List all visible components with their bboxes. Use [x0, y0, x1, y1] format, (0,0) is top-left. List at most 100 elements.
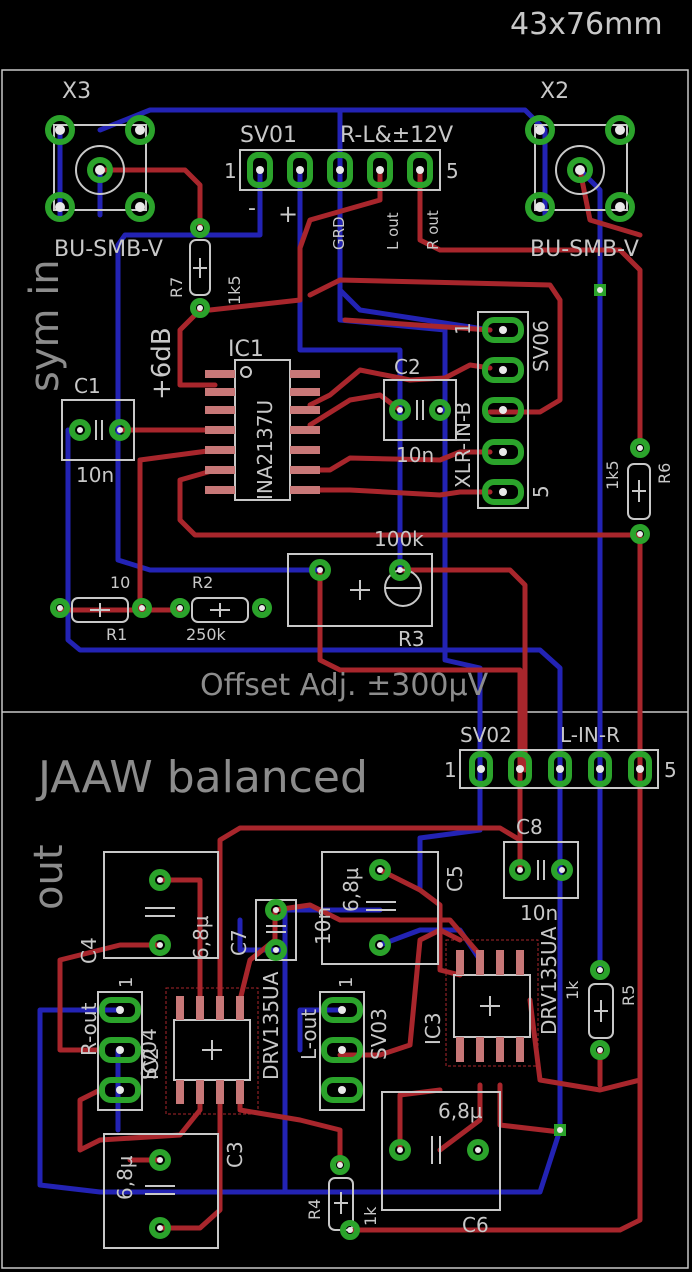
r2-name: R2 — [192, 573, 213, 592]
ic1-chip: IC1 INA2137U — [205, 337, 320, 501]
ic1-pins — [205, 370, 320, 494]
gain-label: +6dB — [147, 327, 177, 400]
c6-name: C6 — [462, 1213, 489, 1237]
sv01-pin-last: 5 — [446, 159, 459, 183]
sv01-pin-label-5: R out — [424, 210, 442, 250]
ic3-part: DRV135UA — [537, 926, 561, 1035]
c4-name: C4 — [77, 937, 101, 964]
sv04-pads — [99, 997, 141, 1103]
sv02-desc: L-IN-R — [560, 723, 620, 747]
x2-name: X2 — [540, 79, 569, 104]
c2-value: 10n — [396, 443, 434, 467]
c7-capacitor: C7 10n — [227, 899, 335, 961]
ic2-pins — [176, 996, 244, 1104]
c8-value: 10n — [520, 901, 558, 925]
c5-capacitor: 6,8µ C5 — [321, 851, 467, 965]
sv01-pin-label-1: - — [248, 196, 256, 221]
sv02-header: SV02 L-IN-R 1 5 — [444, 723, 677, 789]
r5-value: 1k — [563, 980, 582, 1000]
sv01-desc: R-L&±12V — [340, 123, 453, 148]
sv06-pads — [482, 317, 524, 505]
sv03-desc: L-out — [297, 1009, 321, 1060]
c1-name: C1 — [74, 374, 101, 398]
c4-capacitor: C4 6,8µ — [77, 851, 219, 964]
r1-value: 10 — [110, 573, 130, 592]
r7-resistor: R7 1k5 — [167, 218, 244, 318]
sv04-desc: R-out — [77, 1002, 101, 1056]
sv02-name: SV02 — [460, 723, 512, 747]
vias — [554, 284, 606, 1136]
sv06-pin-first: 1 — [451, 322, 475, 335]
sv06-desc: XLR-IN-B — [451, 402, 475, 488]
sv03-pin-first: 1 — [336, 977, 357, 988]
r6-name: R6 — [655, 463, 674, 484]
ic3-pins — [456, 950, 524, 1062]
r4-resistor: R4 1k — [305, 1155, 380, 1240]
r2-value: 250k — [186, 625, 227, 644]
r7-name: R7 — [167, 277, 186, 298]
c8-name: C8 — [516, 815, 543, 839]
sv04-pin-first: 1 — [116, 977, 137, 988]
x3-type: BU-SMB-V — [54, 237, 163, 262]
c7-name: C7 — [227, 929, 251, 956]
sv02-pin-first: 1 — [444, 758, 457, 782]
sv06-name: SV06 — [529, 320, 553, 372]
sv06-header: 1 SV06 XLR-IN-B 5 — [451, 311, 553, 509]
r1-resistor: 10 R1 — [50, 573, 152, 644]
sv01-pin-label-2: + — [278, 200, 298, 228]
ic2-name: IC2 — [139, 1047, 163, 1080]
r4-name: R4 — [305, 1199, 324, 1220]
sv01-pin-first: 1 — [224, 159, 237, 183]
sv02-pin-last: 5 — [664, 758, 677, 782]
board-outline — [1, 69, 689, 1269]
c6-value: 6,8µ — [438, 1099, 483, 1123]
c3-value: 6,8µ — [113, 1155, 137, 1200]
x2-connector: X2 BU-SMB-V — [525, 79, 639, 262]
ic2-chip: IC2 DRV135UA — [139, 971, 283, 1115]
c3-name: C3 — [223, 1141, 247, 1168]
c5-value: 6,8µ — [339, 867, 363, 912]
sv04-header: 1 R-out SV04 — [77, 977, 161, 1111]
sv03-header: 1 L-out SV03 — [297, 977, 391, 1111]
r4-value: 1k — [361, 1206, 380, 1226]
sv04-name: SV04 — [137, 1028, 161, 1080]
ic1-name: IC1 — [228, 337, 264, 362]
c8-capacitor: C8 10n — [503, 815, 579, 925]
r6-resistor: 1k5 R6 — [603, 438, 674, 544]
c2-capacitor: C2 10n — [383, 355, 457, 467]
r5-resistor: 1k R5 — [563, 960, 638, 1060]
board-size-label: 43x76mm — [510, 7, 663, 42]
offset-adj-label: Offset Adj. ±300µV — [200, 668, 489, 703]
r3-name: R3 — [398, 627, 425, 651]
x3-name: X3 — [62, 79, 91, 104]
sv03-name: SV03 — [367, 1008, 391, 1060]
sv06-pin-last: 5 — [529, 485, 553, 498]
ic1-part: INA2137U — [253, 400, 277, 500]
out-label: out — [26, 844, 72, 910]
c5-name: C5 — [443, 865, 467, 892]
ic3-name: IC3 — [421, 1012, 445, 1045]
c3-capacitor: 6,8µ C3 — [103, 1133, 247, 1249]
sv01-header: SV01 R-L&±12V 1 5 - + GRD L out R out — [224, 123, 459, 250]
sv03-pads — [321, 997, 363, 1103]
r1-name: R1 — [106, 625, 127, 644]
r3-value: 100k — [374, 527, 424, 551]
c6-capacitor: 6,8µ C6 — [381, 1091, 501, 1237]
jaaw-balanced-label: JAAW balanced — [35, 752, 368, 803]
sv01-pin-label-3: GRD — [330, 216, 348, 250]
r7-value: 1k5 — [225, 275, 244, 305]
ic3-chip: IC3 DRV135UA — [421, 926, 561, 1067]
x2-type: BU-SMB-V — [530, 237, 639, 262]
c2-name: C2 — [394, 355, 421, 379]
r3-trimmer: 100k R3 — [287, 527, 433, 651]
c4-value: 6,8µ — [189, 915, 213, 960]
r5-name: R5 — [619, 985, 638, 1006]
r6-value: 1k5 — [603, 460, 622, 490]
sym-in-label: sym in — [22, 259, 68, 392]
sv02-pads — [469, 751, 652, 787]
c1-capacitor: C1 10n — [61, 374, 135, 487]
ic2-part: DRV135UA — [259, 971, 283, 1080]
x3-connector: X3 BU-SMB-V — [45, 79, 163, 262]
c1-value: 10n — [76, 463, 114, 487]
